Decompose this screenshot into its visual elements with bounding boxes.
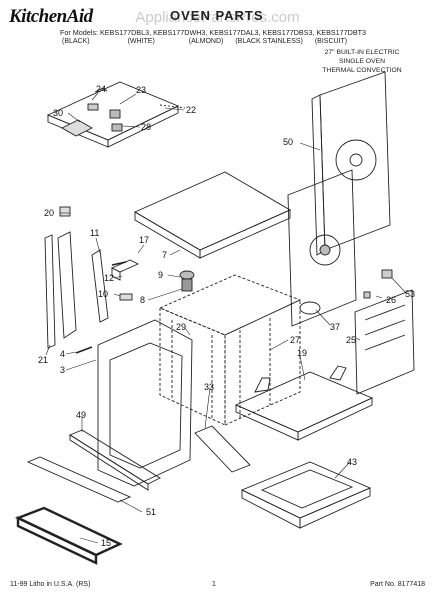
part-fan-gasket [299, 301, 321, 315]
callout-10: 10 [98, 289, 108, 299]
callout-19: 19 [297, 348, 307, 358]
callout-4: 4 [60, 349, 65, 359]
part-bracket-17 [110, 259, 140, 301]
callout-20: 20 [44, 208, 54, 218]
callout-7: 7 [162, 250, 167, 260]
callout-28: 28 [141, 122, 151, 132]
callout-22: 22 [186, 105, 196, 115]
color-almond: (ALMOND) [188, 38, 224, 45]
model-colors: (BLACK) (WHITE) (ALMOND) (BLACK STAINLES… [60, 38, 390, 45]
part-screw-3 [111, 261, 127, 266]
callout-37: 37 [330, 322, 340, 332]
part-door-gasket [14, 506, 123, 565]
oven-description-line: THERMAL CONVECTION [322, 67, 402, 74]
callout-17: 17 [139, 235, 149, 245]
callout-30: 30 [53, 108, 63, 118]
callout-15: 15 [101, 538, 111, 548]
callout-43: 43 [347, 457, 357, 467]
callout-12: 12 [104, 273, 114, 283]
callout-51: 51 [146, 507, 156, 517]
callout-21: 21 [38, 355, 48, 365]
part-sensor [179, 270, 195, 292]
callout-8: 8 [140, 295, 145, 305]
leader-lines [45, 92, 406, 544]
callout-labels: 24 23 30 28 22 50 20 11 17 7 9 12 10 8 2… [38, 84, 415, 548]
oven-description: 27" BUILT-IN ELECTRIC SINGLE OVEN THERMA… [307, 48, 417, 75]
callout-11: 11 [90, 228, 99, 238]
part-oven-front-frame [97, 319, 193, 487]
color-biscuit: (BISCUIT) [314, 38, 348, 45]
oven-description-line: 27" BUILT-IN ELECTRIC [324, 49, 400, 56]
callout-50: 50 [283, 137, 293, 147]
models-line: For Models: KEBS177DBL3, KEBS177DWH3, KE… [60, 28, 367, 37]
part-small-brackets [363, 269, 393, 299]
callout-29: 29 [176, 322, 186, 332]
part-screw [75, 346, 93, 354]
part-convection-fan-panel [287, 169, 357, 327]
part-oven-cavity [158, 274, 302, 426]
footer-part-number: Part No. 8177418 [370, 581, 425, 588]
kitchenaid-logo: KitchenAid [9, 6, 93, 27]
callout-26: 26 [386, 295, 396, 305]
part-oven-top [134, 171, 291, 259]
part-drip-tray [240, 461, 372, 529]
footer-litho: 11-99 Litho in U.S.A. (RS) [10, 581, 91, 588]
part-side-panel [354, 289, 415, 395]
oven-description-line: SINGLE OVEN [338, 58, 386, 65]
callout-33: 33 [204, 382, 214, 392]
callout-27: 27 [290, 335, 300, 345]
callout-9: 9 [158, 270, 163, 280]
part-bracket-11 [91, 249, 109, 323]
callout-3: 3 [60, 365, 65, 375]
callout-53: 53 [405, 289, 415, 299]
color-black-stainless: (BLACK STAINLESS) [235, 38, 303, 45]
footer-page-number: 1 [212, 581, 216, 588]
part-bottom-tray [234, 365, 374, 441]
callout-24: 24 [96, 84, 106, 94]
part-clip-20 [59, 206, 71, 217]
color-white: (WHITE) [127, 38, 155, 45]
page-title: OVEN PARTS [170, 8, 264, 23]
part-rear-panel [311, 71, 391, 256]
callout-25: 25 [346, 335, 356, 345]
callout-23: 23 [136, 85, 146, 95]
part-door-seal [26, 456, 132, 503]
callout-49: 49 [76, 410, 86, 420]
color-black: (BLACK) [62, 38, 90, 45]
part-side-trim [44, 231, 77, 349]
part-control-bracket [46, 81, 186, 148]
part-bottom-trim-49 [69, 429, 161, 491]
part-trim-33 [194, 425, 251, 473]
